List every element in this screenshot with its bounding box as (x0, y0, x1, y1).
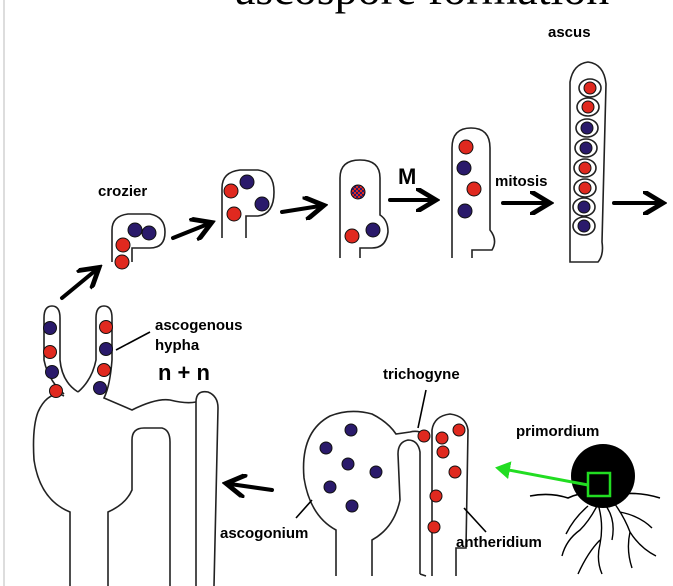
nucleus-blue (141, 225, 157, 241)
arrow (280, 206, 320, 212)
nucleus-red (448, 465, 462, 479)
ascogenous-label: ascogenous (155, 317, 243, 334)
nucleus-red (417, 429, 431, 443)
nucleus-blue (323, 480, 337, 494)
nucleus-red (344, 228, 360, 244)
nucleus-blue (254, 196, 270, 212)
nucleus-blue (99, 342, 113, 356)
highlight-arrow (495, 461, 589, 487)
ascogonium-pointer (295, 499, 313, 519)
ascogenous-hypha-pointer (115, 331, 151, 351)
crozier-label: crozier (98, 183, 147, 200)
nucleus-red (429, 489, 443, 503)
nucleus-blue (456, 160, 472, 176)
spore-blue (579, 141, 593, 155)
spore-blue (580, 121, 594, 135)
spore-blue (577, 200, 591, 214)
nucleus-red (115, 237, 131, 253)
primordium-label: primordium (516, 423, 599, 440)
trichogyne-pointer (417, 389, 427, 429)
nucleus-red (436, 445, 450, 459)
nucleus-red (43, 345, 57, 359)
diagram-title: ascospore formation (235, 0, 609, 14)
hyphae-roots (561, 499, 657, 575)
nucleus-red (466, 181, 482, 197)
nucleus-red (435, 431, 449, 445)
spore-red (578, 161, 592, 175)
spore-red (583, 81, 597, 95)
mitosis-label: mitosis (495, 173, 548, 190)
hypha-label: hypha (155, 337, 200, 354)
nucleus-blue (93, 381, 107, 395)
nucleus-red (427, 520, 441, 534)
arrow (60, 270, 96, 300)
fusion-nucleus (350, 184, 366, 200)
ascogonium-with-hyphae (32, 305, 219, 586)
spore-blue (577, 219, 591, 233)
ascus-stage-4 (451, 127, 496, 258)
nucleus-blue (365, 222, 381, 238)
primordium (529, 444, 661, 575)
ascogonium-antheridium (302, 410, 469, 577)
ascogonium-label: ascogonium (220, 525, 308, 542)
crozier-stage-1 (111, 213, 166, 270)
nucleus-blue (369, 465, 383, 479)
nucleus-red (114, 254, 130, 270)
spore-red (578, 181, 592, 195)
nucleus-red (458, 139, 474, 155)
nucleus-red (452, 423, 466, 437)
ploidy-label: n + n (158, 360, 210, 385)
nucleus-red (226, 206, 242, 222)
nucleus-blue (45, 365, 59, 379)
nucleus-blue (344, 423, 358, 437)
ascus-label: ascus (548, 24, 591, 41)
crozier-stage-2 (221, 169, 275, 238)
nucleus-blue (319, 441, 333, 455)
primordium-body (571, 444, 635, 508)
nucleus-red (223, 183, 239, 199)
nucleus-red (97, 363, 111, 377)
nucleus-blue (341, 457, 355, 471)
nucleus-blue (43, 321, 57, 335)
nucleus-red (49, 384, 63, 398)
crozier-stage-3 (339, 159, 389, 258)
arrow (230, 484, 274, 490)
antheridium-pointer (463, 507, 487, 533)
antheridium-label: antheridium (456, 534, 542, 551)
nucleus-blue (127, 222, 143, 238)
spore-red (581, 100, 595, 114)
nucleus-blue (239, 174, 255, 190)
arrow (171, 224, 208, 238)
mature-ascus (569, 61, 607, 263)
nucleus-blue (457, 203, 473, 219)
trichogyne-label: trichogyne (383, 366, 460, 383)
meiosis-label: M (398, 164, 416, 189)
nucleus-blue (345, 499, 359, 513)
nucleus-red (99, 320, 113, 334)
